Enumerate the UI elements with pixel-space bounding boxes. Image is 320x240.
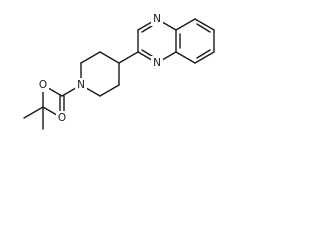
atom-o-ester: O (37, 78, 49, 92)
atom-n-piperidine: N (75, 78, 87, 92)
chemical-structure-drawing: N N N O O (23, 12, 215, 130)
bond (80, 51, 101, 64)
bond (175, 18, 196, 31)
bond (99, 84, 120, 97)
svg-text:N: N (153, 57, 161, 69)
boc-group (23, 84, 82, 130)
double-bond-inner (196, 23, 211, 33)
benzo-ring (175, 18, 215, 64)
bond (99, 51, 120, 64)
atom-o-carbonyl: O (56, 111, 68, 125)
atom-n-quinoxaline-bottom: N (151, 56, 163, 70)
svg-text:O: O (58, 112, 66, 124)
atom-n-quinoxaline-top: N (151, 12, 163, 26)
bond-quinoxaline-piperidine (118, 51, 139, 64)
svg-text:N: N (77, 79, 85, 91)
bond (194, 51, 215, 64)
bond (194, 18, 215, 31)
svg-text:N: N (153, 13, 161, 25)
svg-text:O: O (39, 79, 47, 91)
double-bond-inner (196, 49, 211, 59)
bond (175, 51, 196, 64)
bond-tbu-methyl (23, 106, 44, 119)
